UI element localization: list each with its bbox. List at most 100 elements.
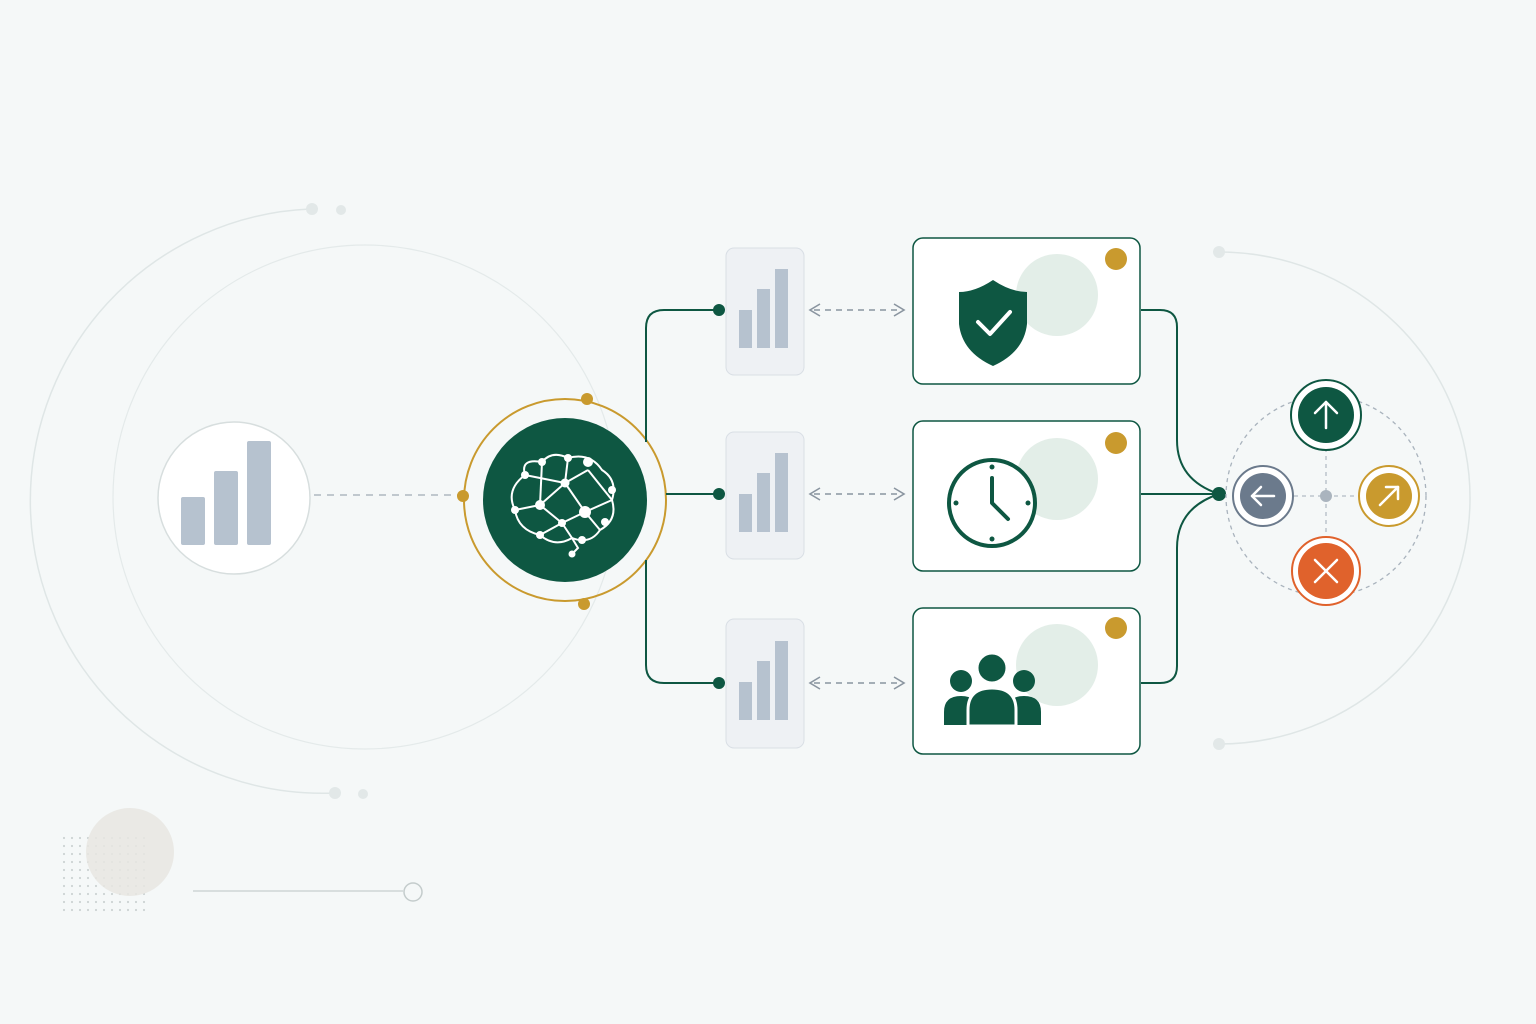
feature-cards <box>912 237 1141 755</box>
background-decor <box>29 203 1471 912</box>
outcome-up-right[interactable] <box>1358 465 1420 527</box>
junction-dots <box>713 304 725 689</box>
grid-dot <box>78 852 82 856</box>
grid-dot <box>78 876 82 880</box>
grid-dot <box>86 876 90 880</box>
grid-dot <box>78 892 82 896</box>
metric-tiles <box>725 247 805 749</box>
deco-dot <box>358 789 368 799</box>
slider-handle-icon <box>403 882 423 902</box>
grid-dot <box>134 908 138 912</box>
arrow-up-icon <box>1313 400 1339 430</box>
hub-node <box>457 393 667 610</box>
metric-tile <box>725 431 805 560</box>
grid-dot <box>86 900 90 904</box>
grid-dot <box>70 844 74 848</box>
grid-dot <box>78 868 82 872</box>
deco-dot <box>336 205 346 215</box>
source-node <box>157 421 311 575</box>
grid-dot <box>78 884 82 888</box>
grid-dot <box>62 908 66 912</box>
grid-dot <box>70 868 74 872</box>
grid-dot <box>70 900 74 904</box>
merge-junction-dot <box>1212 487 1226 501</box>
people-group-icon <box>944 651 1041 728</box>
bar-chart-icon <box>739 641 788 720</box>
grid-dot <box>94 908 98 912</box>
outer-arc-right <box>1218 251 1471 745</box>
deco-dot <box>1213 246 1225 258</box>
orbit-dot <box>457 490 469 502</box>
grid-dot <box>86 908 90 912</box>
outcome-cluster <box>1225 379 1427 606</box>
metric-tile <box>725 247 805 376</box>
bar-chart-icon <box>181 441 271 545</box>
grid-dot <box>70 836 74 840</box>
grid-dot <box>86 868 90 872</box>
grid-dot <box>78 836 82 840</box>
bar-chart-icon <box>739 453 788 532</box>
brain-network-icon <box>510 453 616 558</box>
grid-dot <box>70 860 74 864</box>
card-team <box>912 607 1141 755</box>
outcome-cancel[interactable] <box>1291 536 1361 606</box>
card-time <box>912 420 1141 572</box>
deco-dot <box>329 787 341 799</box>
grid-dot <box>118 900 122 904</box>
merge-connectors <box>1141 309 1220 684</box>
grid-dot <box>126 908 130 912</box>
deco-dot <box>1213 738 1225 750</box>
grid-dot <box>62 852 66 856</box>
grid-dot <box>78 860 82 864</box>
grid-dot <box>126 900 130 904</box>
grid-dot <box>70 908 74 912</box>
outcome-up[interactable] <box>1290 379 1362 451</box>
grid-dot <box>62 860 66 864</box>
grid-dot <box>94 884 98 888</box>
outcome-orbit <box>1225 395 1427 597</box>
grid-dot <box>110 908 114 912</box>
grid-dot <box>102 908 106 912</box>
grid-dot <box>62 876 66 880</box>
grid-dot <box>118 908 122 912</box>
grid-dot <box>94 892 98 896</box>
grid-dot <box>142 900 146 904</box>
outcome-left[interactable] <box>1232 465 1294 527</box>
close-x-icon <box>1313 558 1339 584</box>
deco-dot <box>306 203 318 215</box>
status-dot <box>1105 248 1127 270</box>
grid-dot <box>62 900 66 904</box>
double-arrow-icon <box>808 676 906 690</box>
grid-dot <box>70 852 74 856</box>
orbit-dot <box>581 393 593 405</box>
bar-chart-icon <box>739 269 788 348</box>
branch-connectors <box>645 309 719 684</box>
grid-dot <box>62 868 66 872</box>
card-security <box>912 237 1141 385</box>
grid-dot <box>70 892 74 896</box>
grid-dot <box>70 884 74 888</box>
grid-dot <box>94 900 98 904</box>
grid-dot <box>86 892 90 896</box>
grid-dot <box>62 836 66 840</box>
grid-dot <box>78 844 82 848</box>
grid-dot <box>134 900 138 904</box>
arrow-up-right-icon <box>1378 485 1400 507</box>
double-arrow-icon <box>808 303 906 317</box>
grid-dot <box>102 892 106 896</box>
grid-dot <box>110 892 114 896</box>
grid-dot <box>78 908 82 912</box>
grid-dot <box>110 900 114 904</box>
grid-dot <box>142 908 146 912</box>
outer-arc-left <box>29 208 336 795</box>
arrow-left-icon <box>1250 485 1276 507</box>
double-arrow-icon <box>808 487 906 501</box>
clock-icon <box>947 458 1037 548</box>
grid-dot <box>70 876 74 880</box>
shield-check-icon <box>959 280 1027 366</box>
grid-dot <box>78 900 82 904</box>
grid-dot <box>102 900 106 904</box>
grid-dot <box>62 884 66 888</box>
